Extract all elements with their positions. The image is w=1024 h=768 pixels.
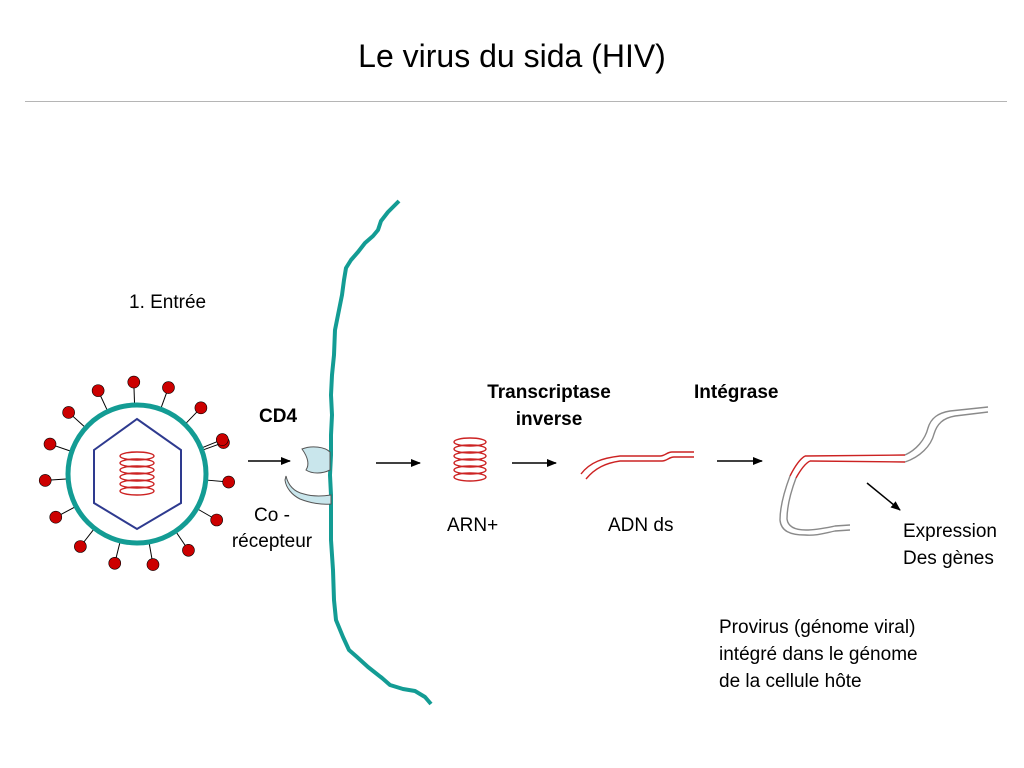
spike-knob-11 [91, 384, 105, 397]
envelope-spikes [38, 375, 235, 571]
spike-knob-1 [222, 475, 235, 489]
spike-knob-5 [108, 556, 122, 570]
spike-knob-6 [74, 540, 87, 553]
coreceptor-shape [284, 475, 332, 505]
dna-label: ADN ds [608, 515, 674, 536]
spike-knob-10 [62, 406, 75, 419]
spike-knob-14 [194, 401, 208, 415]
spike-knob-7 [49, 510, 63, 524]
provirus-label-line1: Provirus (génome viral) [719, 617, 916, 638]
spike-knob-12 [127, 375, 141, 389]
reverse-transcriptase-label-line1: Transcriptase [487, 382, 611, 403]
viral-capsid [93, 417, 182, 531]
cell-membrane [328, 199, 433, 706]
spike-knob-8 [38, 474, 52, 487]
cd4-receptor [301, 446, 331, 474]
released-rna-coil [453, 437, 487, 482]
reverse-transcriptase-label-line2: inverse [515, 409, 583, 430]
step-label: 1. Entrée [129, 292, 207, 313]
hiv-virion [38, 375, 235, 571]
coreceptor-label-line1: Co - [254, 505, 290, 526]
provirus-label-line3: de la cellule hôte [719, 671, 862, 692]
cd4-label: CD4 [259, 406, 298, 427]
arrow-expression [866, 482, 901, 511]
viral-rna-coil [119, 451, 155, 496]
coreceptor-label-line2: récepteur [231, 531, 313, 552]
rna-label: ARN+ [447, 515, 499, 536]
spike-knob-9 [43, 437, 57, 451]
title-divider [25, 101, 1007, 102]
integrase-label: Intégrase [694, 382, 779, 403]
spike-knob-3 [182, 543, 195, 557]
spike-knob-15 [216, 433, 229, 446]
viral-envelope [65, 402, 209, 546]
spike-knob-2 [210, 513, 223, 527]
provirus-label-line2: intégré dans le génome [719, 644, 918, 665]
spike-knob-4 [146, 558, 160, 571]
expression-label-line1: Expression [903, 521, 997, 542]
spike-knob-13 [162, 381, 175, 394]
page-title: Le virus du sida (HIV) [358, 38, 666, 74]
ds-dna-strands [580, 451, 694, 480]
provirus-dna [779, 406, 989, 536]
expression-label-line2: Des gènes [903, 548, 994, 569]
